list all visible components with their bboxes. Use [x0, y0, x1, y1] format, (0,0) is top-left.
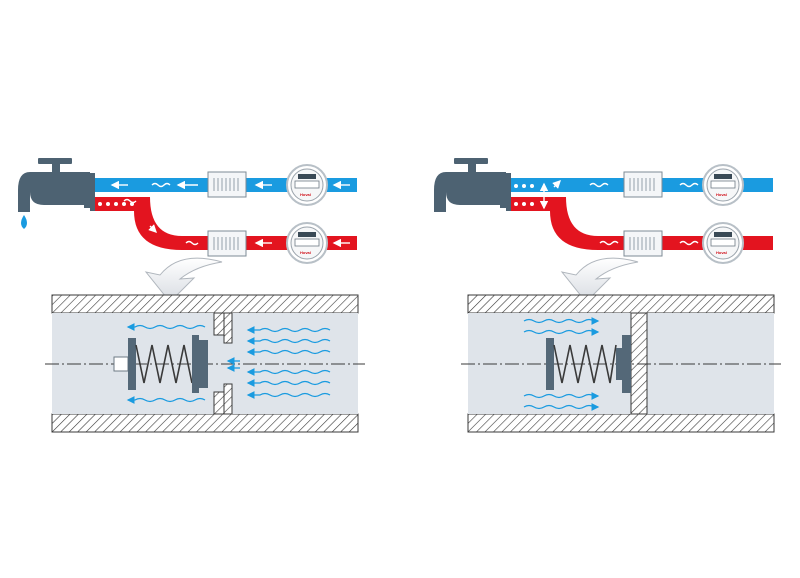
mixing-dots — [514, 184, 534, 206]
water-meter-icon: Hoval Hoval — [286, 164, 328, 264]
spring-icon — [113, 335, 208, 393]
meter-brand-label: Hoval — [300, 192, 311, 197]
flow-arrow-icon — [110, 180, 350, 248]
callout-arrow-icon — [144, 257, 223, 303]
flow-arrow-icon — [523, 317, 600, 411]
flow-arrow-icon — [539, 180, 699, 246]
check-valve-icon — [207, 171, 247, 257]
tap-icon — [434, 158, 506, 212]
valve-section-view — [45, 294, 365, 433]
spring-icon — [546, 335, 631, 393]
water-meter-icon: Hoval Hoval — [702, 164, 744, 264]
panel-right: Hoval Hoval — [434, 158, 781, 433]
valve-section-view — [461, 294, 781, 433]
panel-left: Hoval Hoval — [18, 158, 365, 433]
meter-brand-label: Hoval — [300, 250, 311, 255]
callout-arrow-icon — [560, 257, 639, 303]
meter-brand-label: Hoval — [716, 250, 727, 255]
check-valve-icon — [623, 171, 663, 257]
flow-arrow-icon — [126, 323, 331, 404]
tap-icon — [18, 158, 90, 212]
pipe-flange — [506, 173, 511, 211]
pipe-flange — [90, 173, 95, 211]
meter-brand-label: Hoval — [716, 192, 727, 197]
water-drop — [21, 215, 27, 229]
mixing-dots — [98, 202, 134, 206]
